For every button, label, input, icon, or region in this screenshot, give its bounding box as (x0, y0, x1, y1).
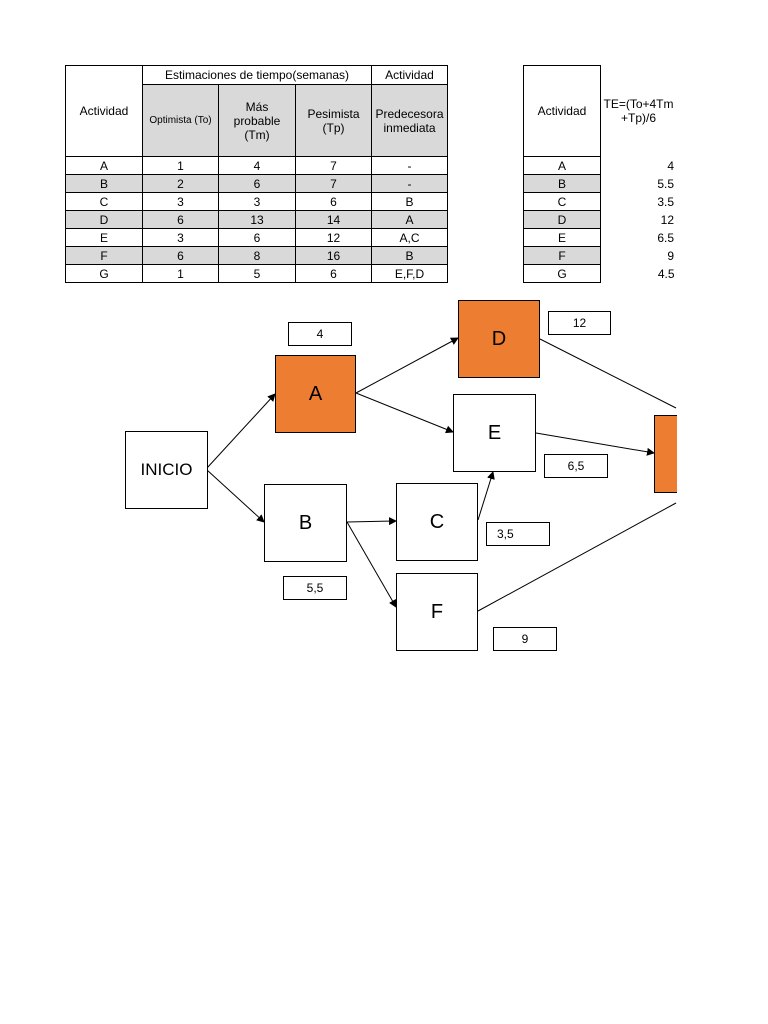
duration-a: 4 (288, 322, 352, 346)
duration-f: 9 (493, 627, 557, 651)
cell-te: 3.5 (657, 194, 674, 209)
header-optimista: Optimista (To) (142, 84, 219, 157)
cell-tm: 6 (218, 174, 296, 193)
table-row: B 5.5 (523, 174, 677, 193)
duration-b: 5,5 (283, 576, 347, 600)
node-g (654, 415, 677, 493)
cell-tp: 16 (295, 246, 372, 265)
arrow-f-g (477, 502, 677, 612)
cell-act: B (65, 174, 143, 193)
node-f: F (396, 573, 478, 651)
table-row: G 4.5 (523, 264, 677, 283)
node-inicio-label: INICIO (140, 460, 193, 479)
cell-tp: 6 (295, 264, 372, 283)
cell-tm: 8 (218, 246, 296, 265)
cell-act: G (65, 264, 143, 283)
table-row: D 12 (523, 210, 677, 229)
arrow-e-g (535, 432, 655, 456)
cell-te: 9 (667, 248, 674, 263)
cell-te: 4.5 (657, 266, 675, 281)
cell-act: D (523, 210, 601, 229)
node-b: B (264, 484, 347, 562)
node-a: A (275, 355, 356, 433)
header-probable: Más probable (Tm) (218, 84, 296, 157)
node-a-label: A (308, 382, 323, 405)
arrow-inicio-b (206, 469, 265, 523)
cell-te: 12 (660, 212, 674, 227)
cell-tm: 13 (218, 210, 296, 229)
arrow-b-c (346, 517, 397, 526)
cell-pred: - (371, 174, 448, 193)
header-actividad: Actividad (65, 65, 143, 157)
node-e: E (453, 394, 536, 472)
header-predecesora: Predecesora inmediata (371, 84, 448, 157)
node-e-label: E (487, 421, 502, 444)
header-estimaciones: Estimaciones de tiempo(semanas) (142, 65, 372, 85)
node-b-label: B (298, 511, 313, 534)
cell-act: F (523, 246, 601, 265)
arrow-c-e (477, 471, 495, 521)
duration-c: 3,5 (486, 522, 550, 546)
cell-act: B (523, 174, 601, 193)
arrow-d-g (539, 338, 677, 409)
node-d: D (458, 300, 540, 378)
duration-d: 12 (548, 311, 611, 335)
arrow-inicio-a (206, 393, 276, 469)
cell-to: 2 (142, 174, 219, 193)
cell-act: G (523, 264, 601, 283)
cell-te: 6.5 (657, 230, 674, 245)
node-c-label: C (429, 510, 445, 533)
duration-e: 6,5 (544, 454, 608, 478)
node-inicio: INICIO (125, 431, 208, 509)
cell-te: 5.5 (657, 176, 674, 191)
cell-te: 4 (667, 158, 674, 173)
header-actividad-pred: Actividad (371, 65, 448, 85)
te-header-formula: TE=(To+4Tm +Tp)/6 (603, 97, 674, 125)
te-header-actividad: Actividad (523, 65, 601, 157)
node-d-label: D (491, 327, 507, 350)
arrow-b-f (346, 521, 397, 608)
cell-pred: E,F,D (371, 264, 448, 283)
cell-act: D (65, 210, 143, 229)
node-c: C (396, 483, 478, 561)
arrow-a-e (355, 392, 454, 434)
estimates-table: Actividad Estimaciones de tiempo(semanas… (65, 65, 448, 283)
arrow-a-d (355, 337, 459, 394)
node-f-label: F (430, 600, 444, 623)
